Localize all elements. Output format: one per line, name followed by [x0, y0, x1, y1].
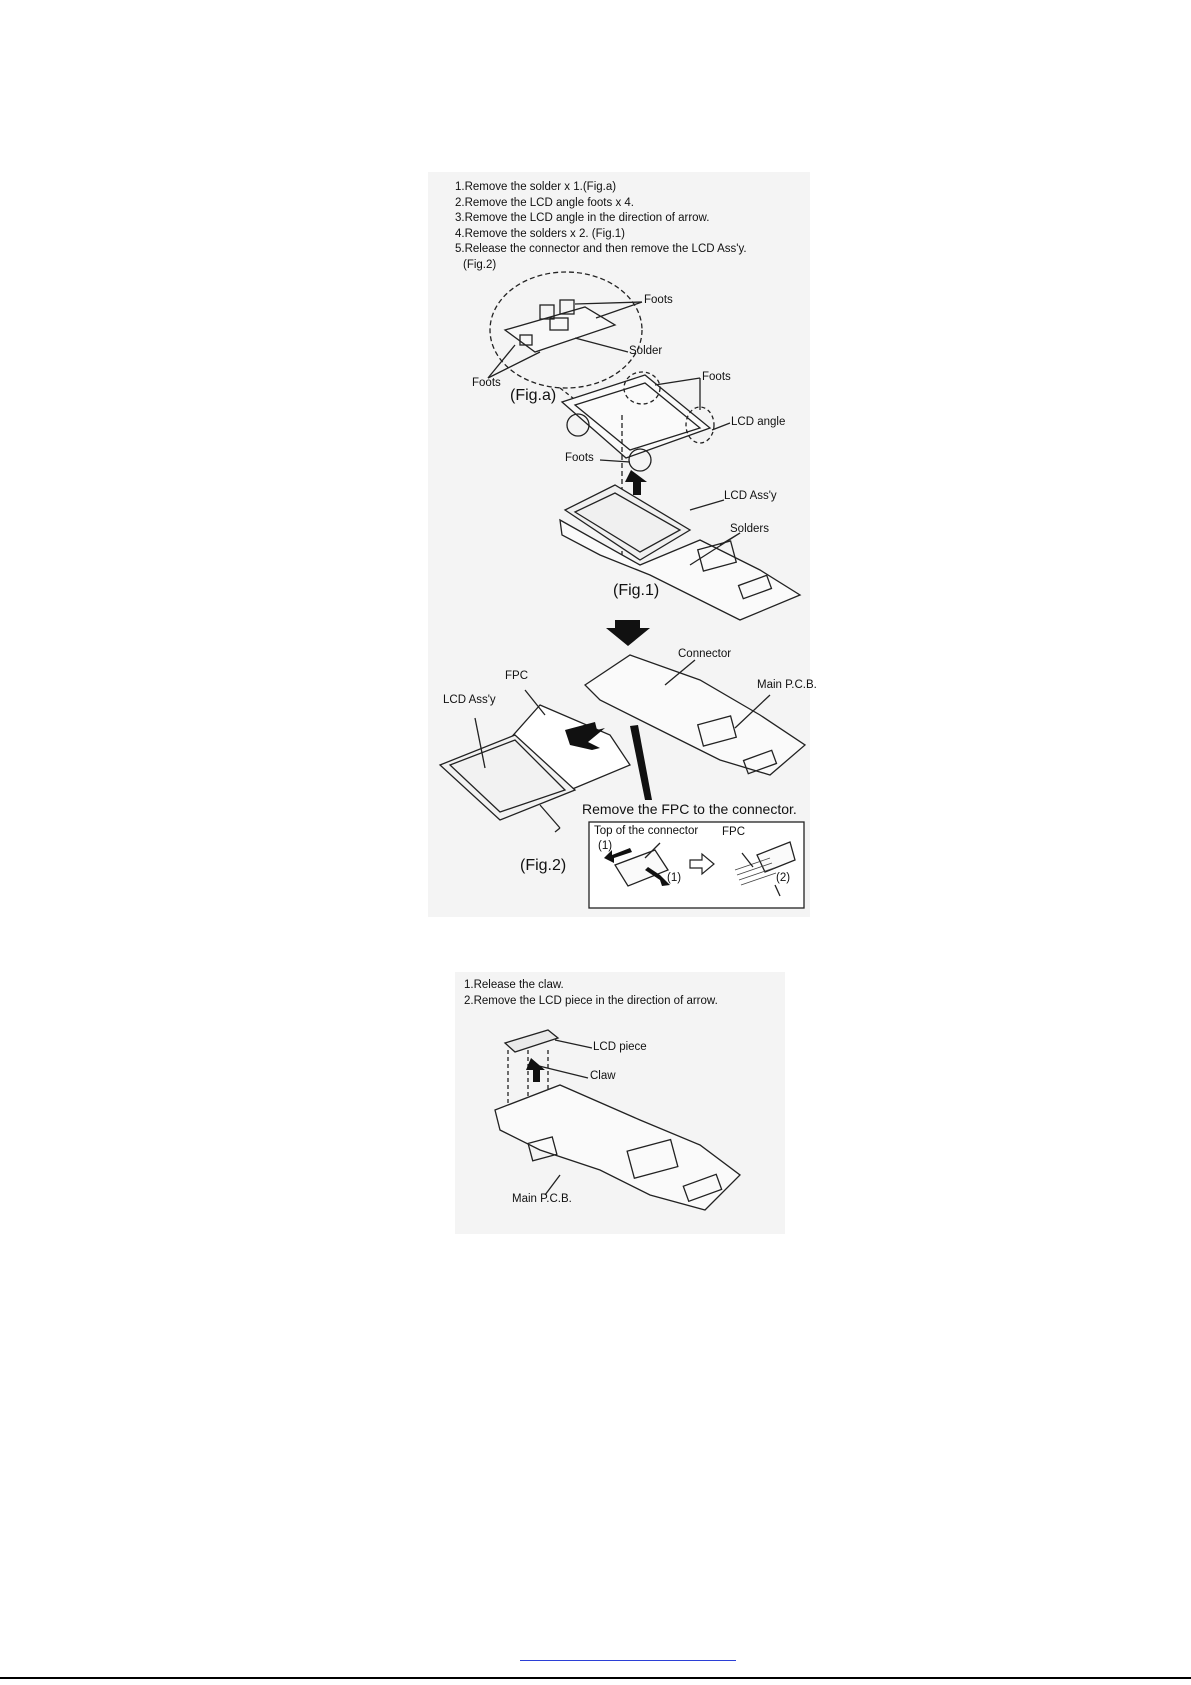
step-5: 5.Release the connector and then remove … — [455, 243, 747, 255]
arrow-up-lcd-angle — [625, 470, 647, 495]
label-lcd-assy-1: LCD Ass'y — [724, 490, 777, 502]
sec2-step-2: 2.Remove the LCD piece in the direction … — [464, 994, 718, 1007]
lcd-angle-frame — [560, 374, 712, 459]
section1-steps: 1.Remove the solder x 1.(Fig.a) 2.Remove… — [455, 180, 747, 273]
arrow-fpc-left — [565, 722, 605, 750]
diagram-panel-lcd-piece — [455, 972, 785, 1234]
label-lcd-piece: LCD piece — [593, 1041, 647, 1053]
step-5-cont: (Fig.2) — [463, 258, 497, 271]
main-pcb-fig1 — [559, 518, 802, 621]
arrow-remove-fpc — [630, 725, 652, 800]
step-1: 1.Remove the solder x 1.(Fig.a) — [455, 181, 617, 193]
label-claw: Claw — [590, 1070, 616, 1082]
label-fig-2: (Fig.2) — [520, 857, 567, 874]
label-fpc: FPC — [505, 670, 528, 682]
label-main-pcb: Main P.C.B. — [757, 679, 817, 691]
footer-link-underline[interactable] — [520, 1660, 736, 1661]
main-pcb-fig2 — [583, 654, 807, 776]
fig-a-magnify-circle — [489, 271, 643, 389]
label-fpc-inset: FPC — [722, 826, 745, 838]
lcd-assy-fig1 — [563, 484, 692, 561]
label-two: (2) — [776, 872, 791, 884]
label-remove-fpc: Remove the FPC to the connector. — [582, 801, 797, 817]
label-fig-a: (Fig.a) — [510, 387, 557, 404]
label-connector: Connector — [678, 648, 732, 660]
label-lcd-assy-2: LCD Ass'y — [443, 694, 496, 706]
arrow-inset-1a — [604, 848, 632, 863]
label-fig-1: (Fig.1) — [613, 582, 660, 599]
label-main-pcb-sec2: Main P.C.B. — [512, 1193, 572, 1205]
label-one-b: (1) — [667, 872, 682, 884]
label-one-a: (1) — [598, 840, 613, 852]
step-3: 3.Remove the LCD angle in the direction … — [455, 212, 710, 224]
arrow-lcd-piece-up — [526, 1058, 545, 1082]
main-pcb-sec2 — [494, 1084, 741, 1211]
label-foots-top: Foots — [644, 294, 673, 306]
sec2-step-1: 1.Release the claw. — [464, 979, 564, 991]
label-solders: Solders — [730, 523, 769, 535]
label-foots-right: Foots — [702, 371, 731, 383]
label-foots-bottom: Foots — [565, 452, 594, 464]
step-4: 4.Remove the solders x 2. (Fig.1) — [455, 227, 626, 240]
section2-steps: 1.Release the claw. 2.Remove the LCD pie… — [464, 978, 718, 1009]
arrow-inset-hollow — [689, 852, 715, 876]
footer-rule — [0, 1677, 1191, 1679]
label-top-of-connector: Top of the connector — [594, 825, 699, 837]
arrow-inset-1b — [645, 867, 670, 886]
step-2: 2.Remove the LCD angle foots x 4. — [455, 196, 634, 209]
label-foots-left: Foots — [472, 377, 501, 389]
label-solder: Solder — [629, 345, 663, 357]
label-lcd-angle: LCD angle — [731, 416, 786, 428]
arrow-down-fig2 — [606, 620, 650, 646]
lcd-piece — [503, 1029, 560, 1053]
